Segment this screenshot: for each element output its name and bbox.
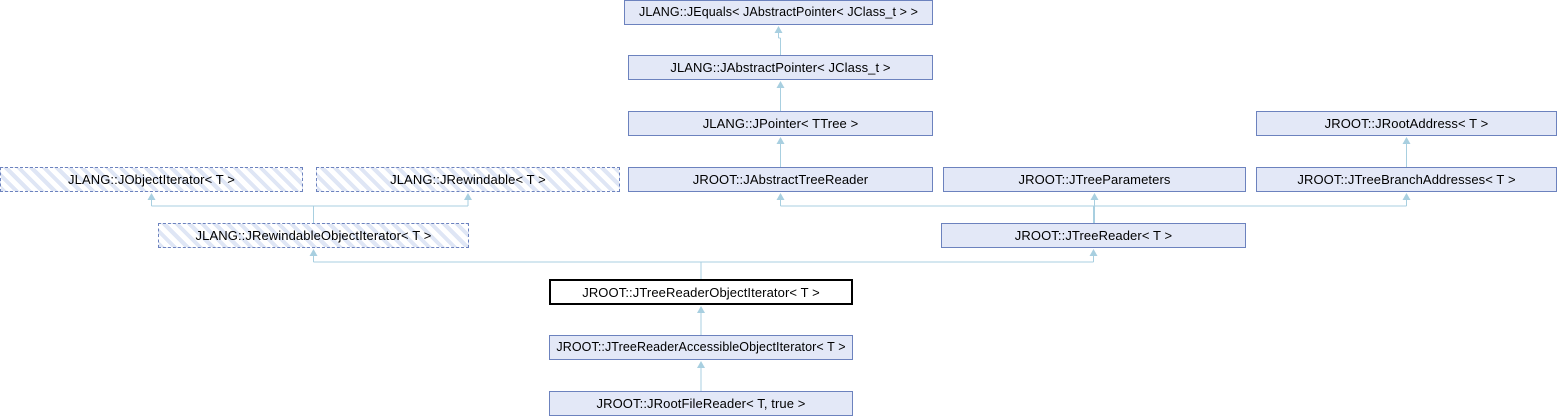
class-node-jabstractpointer[interactable]: JLANG::JAbstractPointer< JClass_t > bbox=[628, 55, 933, 80]
class-node-label: JLANG::JAbstractPointer< JClass_t > bbox=[670, 60, 891, 75]
class-node-label: JROOT::JTreeBranchAddresses< T > bbox=[1297, 172, 1516, 187]
class-node-label: JLANG::JRewindable< T > bbox=[390, 172, 546, 187]
inheritance-edge-jpointer-to-jabstractpointer bbox=[776, 81, 785, 111]
class-node-label: JLANG::JPointer< TTree > bbox=[702, 116, 859, 131]
class-node-jrewindableobjectiterator[interactable]: JLANG::JRewindableObjectIterator< T > bbox=[158, 223, 469, 248]
inheritance-edge-jtreereaderobjectiterator-to-jrewindableobjectiterator bbox=[309, 249, 702, 279]
inheritance-edge-jtreereaderobjectiterator-to-jtreereader bbox=[700, 249, 1098, 279]
inheritance-edge-jrewindableobjectiterator-to-jrewindable bbox=[312, 193, 472, 223]
class-node-jtreereader[interactable]: JROOT::JTreeReader< T > bbox=[941, 223, 1246, 248]
inheritance-edge-jabstractpointer-to-jequals bbox=[774, 26, 783, 55]
inheritance-edge-jtreereader-to-jtreeparameters bbox=[1090, 193, 1099, 223]
inheritance-edge-jrootfilereader-to-jtreereaderaccessibleobjectiterator bbox=[697, 361, 705, 391]
class-node-label: JROOT::JAbstractTreeReader bbox=[692, 172, 869, 187]
class-node-jtreeparameters[interactable]: JROOT::JTreeParameters bbox=[943, 167, 1246, 192]
class-node-label: JROOT::JRootAddress< T > bbox=[1324, 116, 1489, 131]
class-node-jrootfilereader[interactable]: JROOT::JRootFileReader< T, true > bbox=[549, 391, 853, 416]
class-node-label: JROOT::JTreeReaderObjectIterator< T > bbox=[582, 284, 820, 300]
class-node-jtreereaderaccessibleobjectiterator[interactable]: JROOT::JTreeReaderAccessibleObjectIterat… bbox=[549, 335, 853, 360]
class-node-jrootaddress[interactable]: JROOT::JRootAddress< T > bbox=[1256, 111, 1557, 136]
inheritance-edge-jtreebranchaddresses-to-jrootaddress bbox=[1402, 137, 1411, 167]
inheritance-edge-jrewindableobjectiterator-to-jobjectiterator bbox=[147, 193, 315, 223]
inheritance-edge-jtreereader-to-jtreebranchaddresses bbox=[1092, 193, 1411, 223]
class-node-label: JROOT::JTreeParameters bbox=[1018, 172, 1171, 187]
class-node-jequals[interactable]: JLANG::JEquals< JAbstractPointer< JClass… bbox=[624, 0, 933, 25]
class-node-jobjectiterator[interactable]: JLANG::JObjectIterator< T > bbox=[0, 167, 303, 192]
inheritance-edge-jtreereaderaccessibleobjectiterator-to-jtreereaderobjectiterator bbox=[697, 306, 705, 335]
class-node-jtreebranchaddresses[interactable]: JROOT::JTreeBranchAddresses< T > bbox=[1256, 167, 1557, 192]
class-node-jtreereaderobjectiterator[interactable]: JROOT::JTreeReaderObjectIterator< T > bbox=[549, 279, 853, 305]
class-node-label: JROOT::JTreeReader< T > bbox=[1014, 228, 1173, 243]
class-node-label: JLANG::JObjectIterator< T > bbox=[68, 172, 235, 187]
class-node-label: JLANG::JEquals< JAbstractPointer< JClass… bbox=[638, 5, 919, 20]
class-node-jabstracttreereader[interactable]: JROOT::JAbstractTreeReader bbox=[628, 167, 933, 192]
inheritance-edge-jabstracttreereader-to-jpointer bbox=[776, 137, 785, 167]
class-node-label: JROOT::JRootFileReader< T, true > bbox=[596, 396, 806, 411]
class-node-label: JLANG::JRewindableObjectIterator< T > bbox=[195, 228, 432, 243]
class-node-label: JROOT::JTreeReaderAccessibleObjectIterat… bbox=[556, 340, 846, 355]
class-node-jpointer[interactable]: JLANG::JPointer< TTree > bbox=[628, 111, 933, 136]
class-node-jrewindable[interactable]: JLANG::JRewindable< T > bbox=[316, 167, 620, 192]
inheritance-edge-jtreereader-to-jabstracttreereader bbox=[776, 193, 1095, 223]
